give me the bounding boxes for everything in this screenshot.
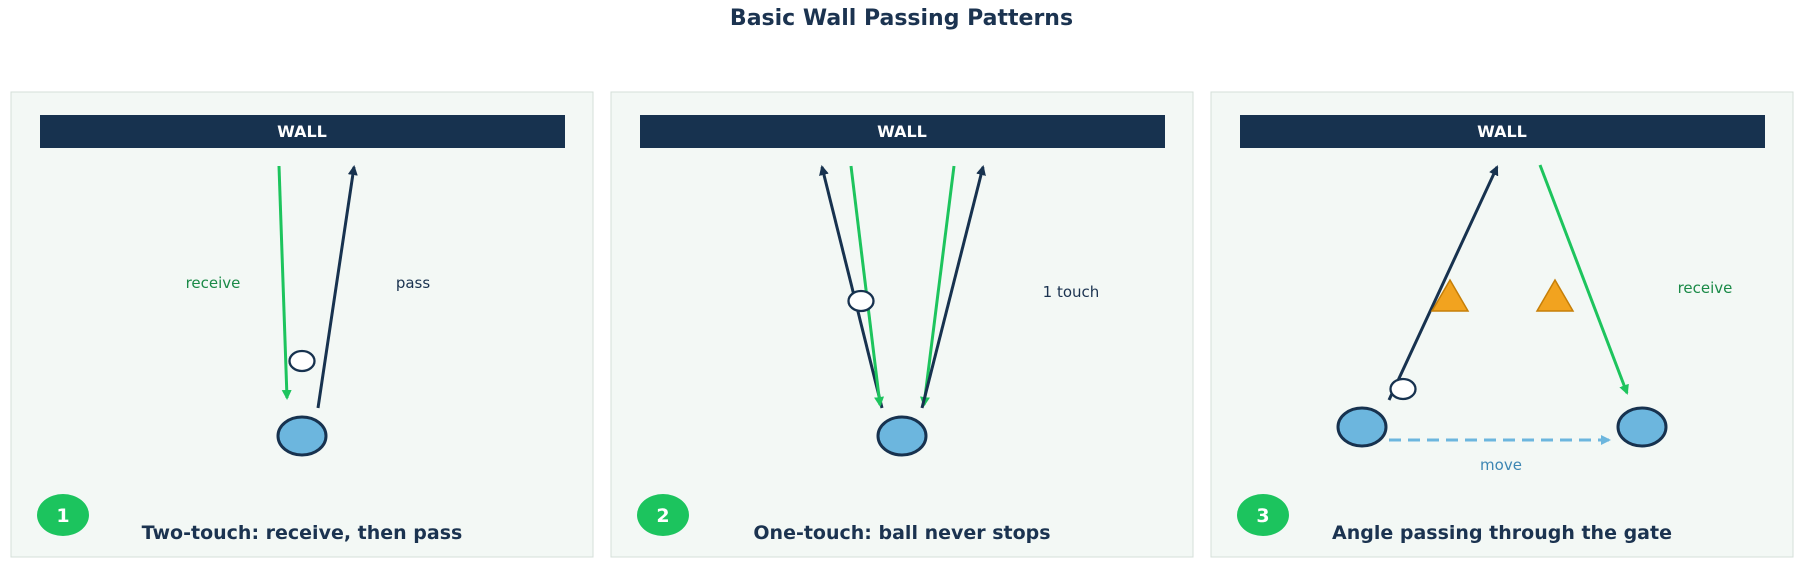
panel-angle-passing: WALL receive move 3 Angle passing throug…	[1210, 91, 1794, 558]
wall-label: WALL	[1477, 122, 1527, 141]
receive-arrow-right	[920, 165, 956, 407]
page-title: Basic Wall Passing Patterns	[729, 6, 1074, 31]
move-label: move	[1480, 456, 1522, 474]
player-icon	[1336, 406, 1388, 448]
player-icon	[1616, 406, 1668, 448]
ball-icon	[288, 349, 316, 373]
wall-label: WALL	[877, 122, 927, 141]
wall	[1240, 115, 1765, 148]
cone-icon	[1430, 278, 1470, 312]
pass-arrow	[316, 165, 358, 409]
wall-label: WALL	[277, 122, 327, 141]
step-badge-number: 1	[56, 505, 69, 527]
step-badge-number: 2	[656, 505, 669, 527]
panel-background	[10, 91, 594, 558]
pass-arrow-left	[819, 165, 884, 409]
pass-arrow	[1387, 165, 1499, 401]
receive-label: receive	[1678, 279, 1733, 297]
player-icon	[276, 415, 328, 457]
wall	[40, 115, 565, 148]
touch-label: 1 touch	[1043, 283, 1100, 301]
step-badge	[1237, 494, 1289, 536]
receive-arrow-left	[849, 165, 884, 407]
panel-two-touch: WALL receive pass 1 Two-touch: receive, …	[10, 91, 594, 558]
pass-label: pass	[396, 274, 431, 292]
panel-background	[1210, 91, 1794, 558]
panel-caption: Angle passing through the gate	[1332, 522, 1672, 544]
cone-icon	[1535, 278, 1575, 312]
panel-one-touch: WALL 1 touch 2 One-touch: ball never sto…	[610, 91, 1194, 558]
receive-label: receive	[186, 274, 241, 292]
step-badge	[37, 494, 89, 536]
wall	[640, 115, 1165, 148]
player-icon	[876, 415, 928, 457]
ball-icon	[1389, 377, 1417, 401]
panel-caption: Two-touch: receive, then pass	[142, 522, 463, 544]
ball-icon	[847, 289, 875, 313]
receive-arrow	[1538, 164, 1629, 395]
step-badge	[637, 494, 689, 536]
receive-arrow	[277, 165, 292, 400]
step-badge-number: 3	[1256, 505, 1269, 527]
panel-caption: One-touch: ball never stops	[753, 522, 1050, 544]
panel-background	[610, 91, 1194, 558]
pass-arrow-right	[920, 165, 986, 409]
